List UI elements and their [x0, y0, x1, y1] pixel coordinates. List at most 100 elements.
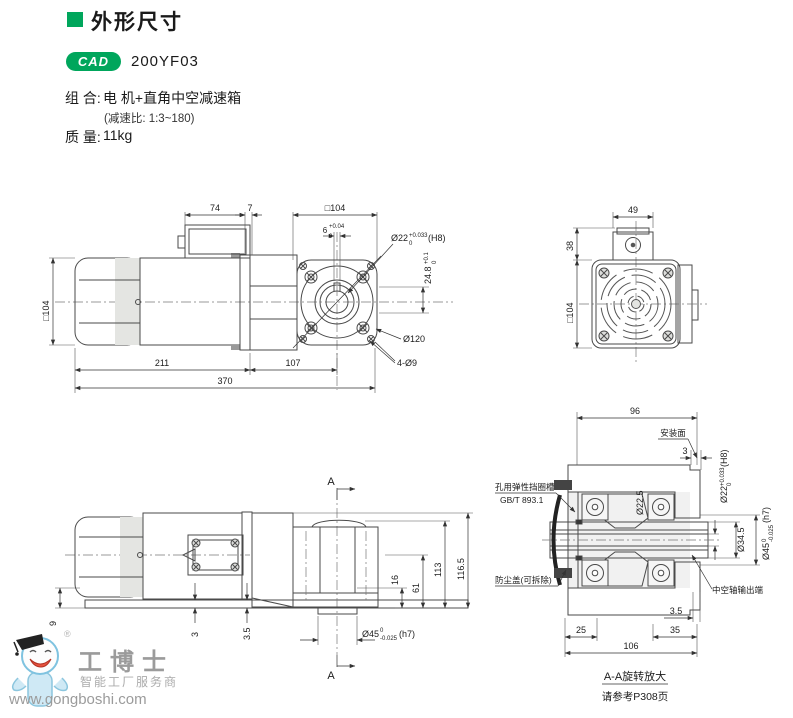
- mascot-icon: [11, 634, 69, 707]
- section-marker-square: [67, 12, 83, 27]
- top-view-dimensions: 9 3 3.5 16 61 113: [48, 512, 473, 645]
- dim-74: 74: [210, 203, 220, 213]
- watermark-mascot: [11, 634, 69, 707]
- dim-107: 107: [285, 358, 300, 368]
- section-shaft-label: Ø45: [761, 543, 771, 560]
- dim-61: 61: [411, 583, 421, 593]
- section-bore-fit: (H8): [719, 449, 729, 467]
- section-shaft-fit: (h7): [761, 507, 771, 523]
- circlip-note-line2: GB/T 893.1: [500, 495, 544, 505]
- section-caption: A-A旋转放大 请参考P308页: [602, 669, 669, 703]
- combo-label: 组 合:: [65, 90, 101, 106]
- dim-key-6-sup: +0.04: [329, 224, 345, 230]
- side-view-dimensions: 74 7 □104 □104 6 +0.04 0 Ø22 +0.033 0 (H…: [41, 203, 446, 393]
- ratio-note: (减速比: 1:3~180): [104, 113, 195, 125]
- combo-value: 电 机+直角中空减速箱: [103, 90, 242, 106]
- dim-24-8-sub: 0: [432, 260, 438, 264]
- bearings: [575, 493, 675, 587]
- dim-25: 25: [576, 625, 586, 635]
- dim-key-6: 6: [323, 226, 328, 235]
- dim-116-5: 116.5: [456, 558, 466, 580]
- section-view-drawing: 96 安装面 3 Ø22.5 Ø22 +0.033 0 (H8) Ø3: [495, 406, 775, 703]
- dim-sq104-top: □104: [325, 203, 345, 213]
- top-view-centerlines: [65, 490, 338, 655]
- dim-22-5: Ø22.5: [635, 490, 645, 515]
- hollow-output-note: 中空轴输出端: [712, 585, 764, 595]
- terminal-box-top: [181, 534, 244, 576]
- watermark-brand: 工博士: [78, 650, 174, 676]
- bore-dia-label: Ø22: [391, 233, 408, 243]
- page-title: 外形尺寸: [91, 11, 183, 34]
- model-number: 200YF03: [131, 53, 199, 70]
- dim-34-5: Ø34.5: [736, 527, 746, 552]
- watermark-slogan: 智能工厂服务商: [80, 675, 179, 689]
- bore-cover-dome: [311, 519, 367, 528]
- shaft-dia-label: Ø45: [362, 629, 379, 639]
- fan-grille: [600, 268, 672, 340]
- section-dimensions: 96 安装面 3 Ø22.5 Ø22 +0.033 0 (H8) Ø3: [495, 406, 775, 657]
- dim-370: 370: [217, 376, 232, 386]
- mass-label: 质 量:: [65, 129, 101, 145]
- section-bore-sub: 0: [727, 482, 733, 486]
- rear-corner-screws: [598, 267, 674, 342]
- section-bore-sup: +0.033: [720, 467, 726, 486]
- section-line-a: A A: [327, 476, 356, 682]
- rear-view-dimensions: 49 38 □104: [565, 205, 654, 349]
- dim-sq104-left: □104: [41, 301, 51, 321]
- bore-fit: (H8): [428, 233, 446, 243]
- dim-d120: Ø120: [403, 334, 425, 344]
- rear-terminal-box: [612, 227, 654, 261]
- motor-body: [74, 253, 251, 351]
- dust-cover-note: 防尘盖(可拆除): [495, 575, 552, 585]
- housing-section: [567, 464, 701, 616]
- bore-dia-sup: +0.033: [409, 233, 428, 239]
- dim-3-5-section: 3.5: [670, 606, 683, 616]
- side-view-drawing: 74 7 □104 □104 6 +0.04 0 Ø22 +0.033 0 (H…: [41, 203, 453, 393]
- dim-35: 35: [670, 625, 680, 635]
- section-bore-label: Ø22: [719, 486, 729, 503]
- dim-sq104-rear: □104: [565, 303, 575, 323]
- dim-7: 7: [247, 203, 252, 213]
- circlip-note-line1: 孔用弹性挡圈槽: [495, 482, 555, 492]
- motor-rear-cover: [591, 259, 681, 349]
- dim-3-5: 3.5: [242, 627, 252, 640]
- caption-a-a: A-A旋转放大: [604, 669, 666, 683]
- dim-96: 96: [630, 406, 640, 416]
- shaft-dia-sup: 0: [380, 628, 384, 634]
- watermark-url[interactable]: www.gongboshi.com: [9, 691, 147, 708]
- mass-value: 11kg: [103, 127, 133, 143]
- cad-badge[interactable]: CAD: [66, 52, 121, 71]
- dim-key-6-sub: 0: [329, 234, 333, 240]
- dim-38: 38: [565, 241, 575, 251]
- section-a-bottom-label: A: [327, 670, 335, 682]
- dim-211: 211: [155, 358, 169, 368]
- dim-9: 9: [48, 621, 58, 626]
- dim-113: 113: [433, 563, 443, 577]
- section-shaft-sub: -0.025: [769, 524, 775, 542]
- dim-24-8: 24.8: [423, 266, 433, 284]
- section-shaft-sup: 0: [762, 538, 768, 542]
- dim-24-8-sup: +0.1: [424, 251, 430, 264]
- dim-3-section: 3: [682, 446, 687, 456]
- caption-ref: 请参考P308页: [602, 690, 669, 703]
- section-a-top-label: A: [327, 476, 335, 488]
- shaft-dia-sub: -0.025: [380, 636, 398, 642]
- hollow-shaft: [542, 521, 722, 559]
- dim-3: 3: [190, 632, 200, 637]
- dim-49: 49: [628, 205, 638, 215]
- dim-16: 16: [390, 575, 400, 585]
- bore-dia-sub: 0: [409, 241, 413, 247]
- motor-top: [74, 511, 253, 600]
- registered-mark: ®: [64, 629, 71, 639]
- terminal-box: [177, 224, 251, 259]
- keyway: [333, 282, 341, 291]
- dim-106: 106: [623, 641, 638, 651]
- top-view-drawing: A A 9 3 3.5: [48, 476, 473, 682]
- gearbox-housing: [249, 254, 382, 351]
- rear-view-drawing: 49 38 □104: [565, 205, 707, 365]
- output-boss: [317, 607, 358, 615]
- mount-face-label: 安装面: [660, 428, 686, 438]
- shaft-fit: (h7): [399, 629, 415, 639]
- rear-centerlines: [579, 221, 707, 365]
